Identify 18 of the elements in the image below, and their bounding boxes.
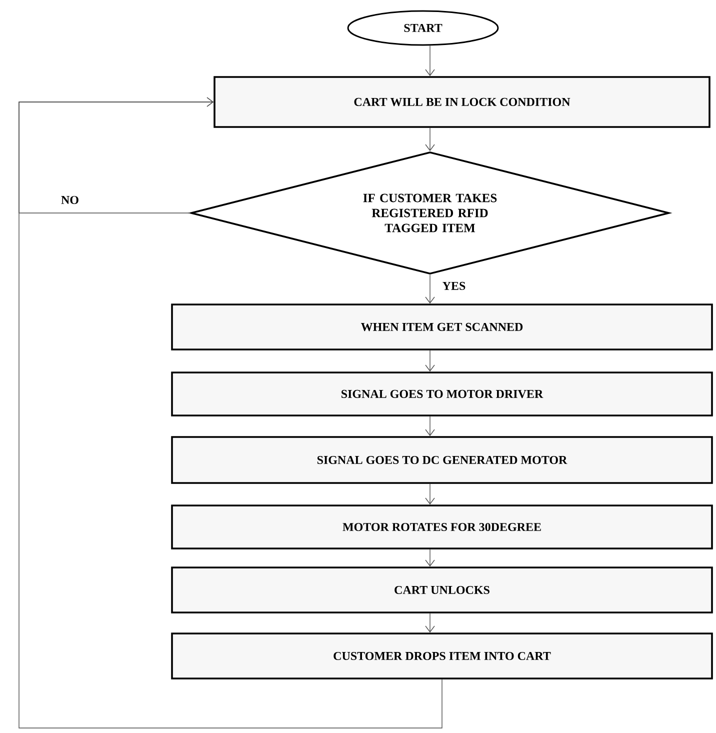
process-box: SIGNAL GOES TO DC GENERATED MOTOR xyxy=(171,436,713,484)
arrow xyxy=(425,484,435,505)
process-box: SIGNAL GOES TO MOTOR DRIVER xyxy=(171,372,713,416)
arrow xyxy=(425,416,435,436)
edge-label: YES xyxy=(441,280,467,291)
process-box: CART UNLOCKS xyxy=(171,566,713,614)
process-box: WHEN ITEM GET SCANNED xyxy=(171,304,713,350)
arrow xyxy=(425,613,435,633)
arrow xyxy=(425,350,435,372)
arrow xyxy=(425,274,435,304)
arrow xyxy=(18,97,442,728)
process-box: CUSTOMER DROPS ITEM INTO CART xyxy=(171,632,713,680)
arrow xyxy=(425,549,435,567)
arrow xyxy=(425,45,435,76)
process-box: CART WILL BE IN LOCK CONDITION xyxy=(214,76,710,128)
arrow xyxy=(425,128,435,152)
process-box: MOTOR ROTATES FOR 30DEGREE xyxy=(171,504,713,550)
edge-label: NO xyxy=(60,194,80,206)
